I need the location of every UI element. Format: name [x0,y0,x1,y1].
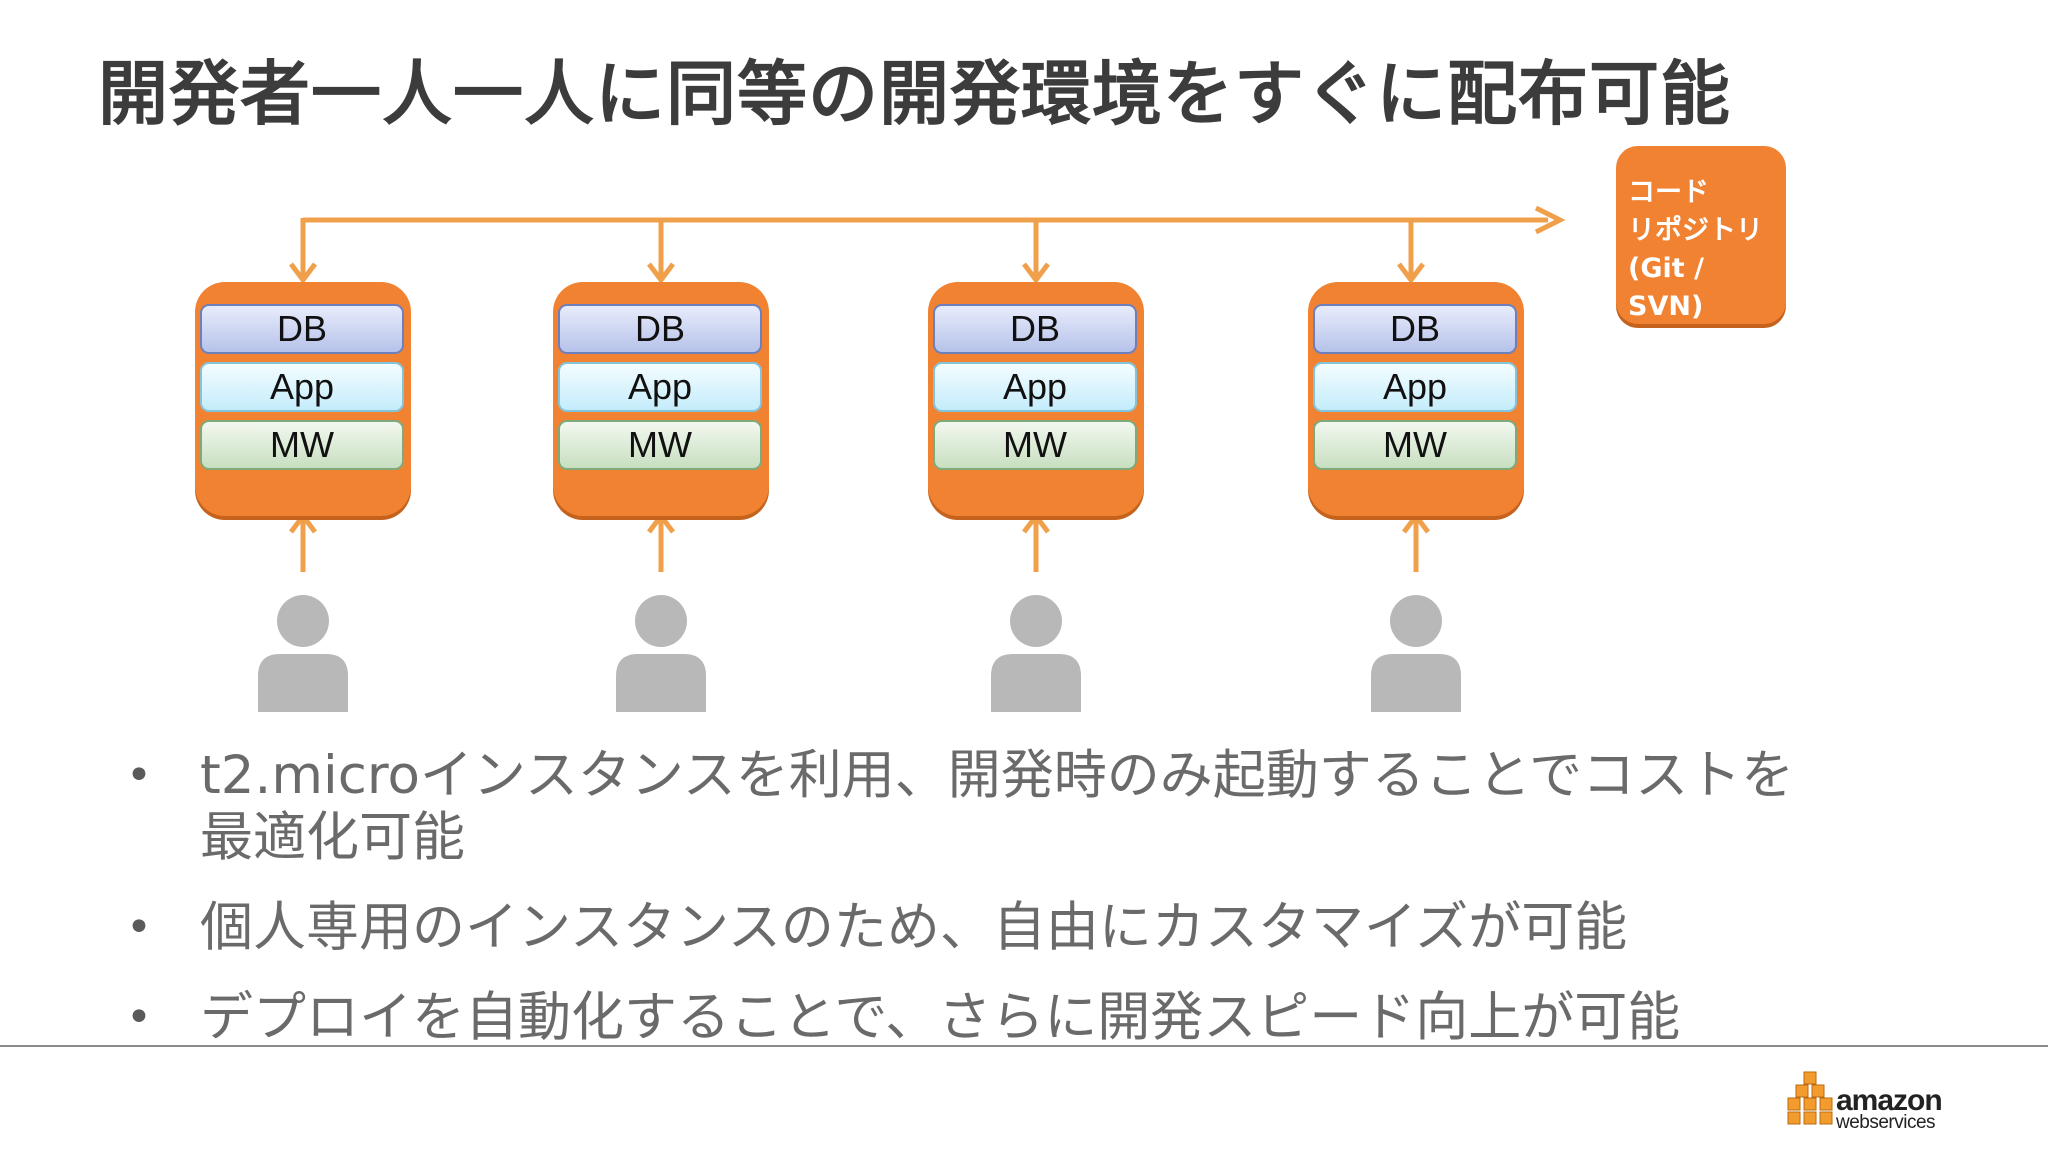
repo-label-line: SVN) [1628,291,1704,322]
user-icon [616,595,706,717]
app-layer: App [1313,362,1517,412]
arrow-icon [1022,262,1050,285]
arrow-icon [1022,511,1050,534]
app-layer: App [933,362,1137,412]
user-icon [1371,595,1461,717]
bullet-item: • デプロイを自動化することで、さらに開発スピード向上が可能 [118,987,1948,1049]
db-layer: DB [558,304,762,354]
aws-logo: amazon webservices [1786,1068,2026,1133]
arrow-icon [289,511,317,534]
db-layer: DB [200,304,404,354]
aws-wordmark: amazon [1836,1084,1943,1117]
mw-layer: MW [558,420,762,470]
arrow-icon [647,262,675,285]
bullet-item: • t2.microインスタンスを利用、開発時のみ起動することでコストを 最適化… [118,745,1948,869]
mw-layer: MW [200,420,404,470]
bullet-text-line: t2.microインスタンスを利用、開発時のみ起動することでコストを [200,745,1795,806]
slide-title: 開発者一人一人に同等の開発環境をすぐに配布可能 [98,53,1731,135]
bullet-text: 個人専用のインスタンスのため、自由にカスタマイズが可能 [200,897,1628,958]
db-layer: DB [933,304,1137,354]
bullet-marker: • [126,902,152,953]
bullet-marker: • [126,992,152,1043]
aws-cubes-logo-icon [1787,1071,1833,1125]
user-icon [991,595,1081,717]
arrow-icon [289,262,317,285]
bullet-text: デプロイを自動化することで、さらに開発スピード向上が可能 [200,987,1681,1048]
mw-layer: MW [933,420,1137,470]
code-repository-box: コード リポジトリ (Git / SVN) [1616,146,1786,324]
app-layer: App [558,362,762,412]
arrow-icon [1397,262,1425,285]
bullet-text-line: 最適化可能 [200,807,465,868]
server-stack-2: DB App MW [553,282,769,516]
repo-label-line: (Git / [1628,253,1704,284]
bullet-list: • t2.microインスタンスを利用、開発時のみ起動することでコストを 最適化… [118,745,1948,1049]
app-layer: App [200,362,404,412]
server-stack-1: DB App MW [195,282,411,516]
repo-label-line: リポジトリ [1628,215,1763,246]
server-stack-4: DB App MW [1308,282,1524,516]
arrow-icon [1402,511,1430,534]
arrow-icon [1534,205,1566,235]
db-layer: DB [1313,304,1517,354]
arrow-icon [647,511,675,534]
bullet-item: • 個人専用のインスタンスのため、自由にカスタマイズが可能 [118,897,1948,959]
bullet-marker: • [126,750,152,801]
user-icon [258,595,348,717]
footer-divider [0,1045,2048,1047]
mw-layer: MW [1313,420,1517,470]
aws-subwordmark: webservices [1836,1112,1936,1133]
repo-label-line: コード [1628,177,1709,208]
server-stack-3: DB App MW [928,282,1144,516]
